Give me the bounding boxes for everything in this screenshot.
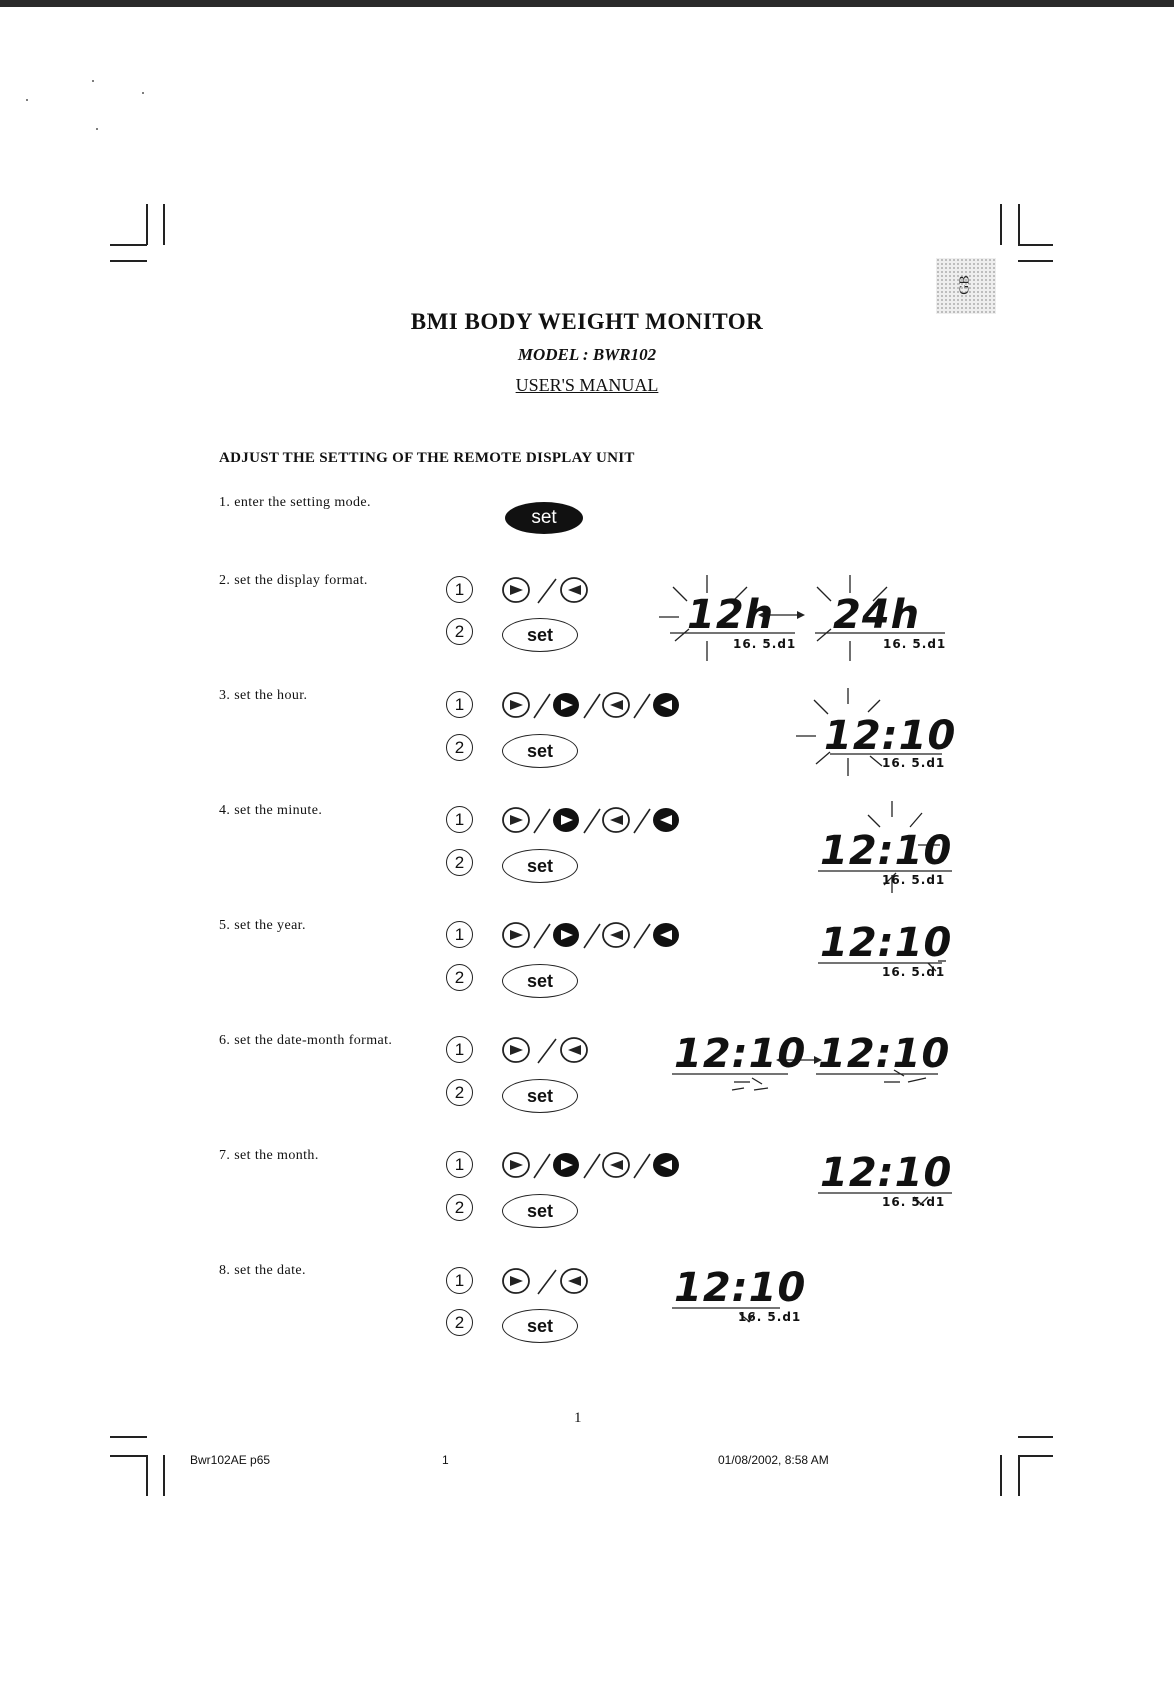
step-1-text: 1. enter the setting mode. bbox=[219, 495, 371, 510]
model-label: MODEL : BWR102 bbox=[517, 345, 657, 364]
crop-mark bbox=[1018, 260, 1053, 262]
lcd-time: 12:10 bbox=[818, 1031, 951, 1077]
scan-speck bbox=[96, 128, 98, 130]
blink-rays-icon bbox=[672, 1056, 938, 1091]
lcd-date: 16. 5.d1 bbox=[883, 637, 947, 651]
set-button: set bbox=[502, 1309, 578, 1343]
step-number-icon: 1 bbox=[446, 1036, 473, 1063]
document-title: BMI BODY WEIGHT MONITOR bbox=[410, 309, 764, 334]
step-number-icon: 2 bbox=[446, 1309, 473, 1336]
crop-mark bbox=[1000, 204, 1002, 245]
step-number-icon: 1 bbox=[446, 806, 473, 833]
manual-label: USER'S MANUAL bbox=[515, 375, 659, 395]
step-number-icon: 1 bbox=[446, 691, 473, 718]
footer-page: 1 bbox=[442, 1453, 449, 1467]
step-number-icon: 1 bbox=[446, 1151, 473, 1178]
step-6-text: 6. set the date-month format. bbox=[219, 1033, 393, 1048]
step-number-icon: 2 bbox=[446, 1194, 473, 1221]
step-4-text: 4. set the minute. bbox=[219, 803, 323, 818]
blink-rays-icon bbox=[818, 1192, 952, 1206]
lcd-time: 12:10 bbox=[820, 1150, 953, 1196]
step-number-icon: 2 bbox=[446, 849, 473, 876]
crop-mark bbox=[1018, 1455, 1020, 1496]
language-tab-label: GB bbox=[957, 275, 973, 295]
step-number-icon: 2 bbox=[446, 734, 473, 761]
step-number-icon: 1 bbox=[446, 1267, 473, 1294]
lcd-date: 16. 5.d1 bbox=[882, 965, 946, 979]
blink-rays-icon bbox=[796, 688, 942, 776]
step-number-icon: 2 bbox=[446, 964, 473, 991]
crop-mark bbox=[146, 1455, 148, 1496]
up-down-buttons-icon bbox=[502, 1037, 588, 1064]
crop-mark bbox=[1000, 1455, 1002, 1496]
lcd-date: 16. 5.d1 bbox=[733, 637, 797, 651]
crop-mark bbox=[110, 244, 147, 246]
set-button: set bbox=[502, 964, 578, 998]
crop-mark bbox=[163, 204, 165, 245]
crop-mark bbox=[110, 1436, 147, 1438]
footer-datetime: 01/08/2002, 8:58 AM bbox=[718, 1453, 829, 1467]
step-number-icon: 2 bbox=[446, 1079, 473, 1106]
step-8-text: 8. set the date. bbox=[219, 1263, 306, 1278]
step-number-icon: 1 bbox=[446, 921, 473, 948]
lcd-time: 12:10 bbox=[820, 920, 953, 966]
adjust-buttons-icon bbox=[502, 692, 679, 719]
step-7-text: 7. set the month. bbox=[219, 1148, 319, 1163]
crop-mark bbox=[110, 260, 147, 262]
lcd-24h: 24h bbox=[833, 592, 921, 638]
scan-speck bbox=[142, 92, 144, 94]
lcd-time: 12:10 bbox=[820, 828, 953, 874]
page-number: 1 bbox=[574, 1410, 582, 1426]
crop-mark bbox=[1018, 204, 1020, 245]
top-border bbox=[0, 0, 1174, 7]
language-tab bbox=[936, 258, 996, 314]
lcd-date-month-format: 12:10 12:10 bbox=[668, 1030, 951, 1110]
lcd-date: 16. 5.d1 bbox=[882, 756, 946, 770]
crop-mark bbox=[146, 204, 148, 245]
set-button: set bbox=[502, 849, 578, 883]
scan-speck bbox=[26, 99, 28, 101]
crop-mark bbox=[163, 1455, 165, 1496]
crop-mark bbox=[1018, 1455, 1053, 1457]
set-button: set bbox=[502, 734, 578, 768]
up-down-buttons-icon bbox=[502, 1268, 588, 1295]
step-number-icon: 2 bbox=[446, 618, 473, 645]
lcd-date: 16. 5.d1 bbox=[882, 1195, 946, 1209]
lcd-set-year: 12:10 16. 5.d1 bbox=[810, 915, 960, 985]
adjust-buttons-icon bbox=[502, 807, 679, 834]
set-button-filled: set bbox=[505, 502, 583, 534]
lcd-set-month: 12:10 16. 5.d1 bbox=[810, 1145, 960, 1215]
crop-mark bbox=[1018, 1436, 1053, 1438]
lcd-time: 12:10 bbox=[674, 1031, 807, 1077]
blink-rays-icon bbox=[672, 1307, 780, 1323]
blink-rays-icon bbox=[818, 960, 946, 972]
section-heading: ADJUST THE SETTING OF THE REMOTE DISPLAY… bbox=[219, 450, 635, 466]
set-button: set bbox=[502, 618, 578, 652]
lcd-display-format: 12h 24h 16. 5.d1 16. 5.d1 bbox=[655, 565, 955, 670]
crop-mark bbox=[1018, 244, 1053, 246]
adjust-buttons-icon bbox=[502, 1152, 679, 1179]
scan-speck bbox=[92, 80, 94, 82]
lcd-time: 12:10 bbox=[824, 713, 957, 759]
step-3-text: 3. set the hour. bbox=[219, 688, 308, 703]
blink-rays-icon bbox=[818, 801, 952, 893]
set-button: set bbox=[502, 1194, 578, 1228]
step-number-icon: 1 bbox=[446, 576, 473, 603]
lcd-date: 16. 5.d1 bbox=[738, 1310, 802, 1324]
up-down-buttons-icon bbox=[502, 577, 588, 604]
blink-rays-icon bbox=[659, 575, 945, 661]
lcd-set-hour: 12:10 16. 5.d1 bbox=[790, 680, 955, 780]
lcd-time: 12:10 bbox=[674, 1265, 807, 1311]
footer-filename: Bwr102AE p65 bbox=[190, 1453, 271, 1467]
lcd-date: 16. 5.d1 bbox=[882, 873, 946, 887]
lcd-set-minute: 12:10 16. 5.d1 bbox=[810, 795, 960, 895]
lcd-set-date: 12:10 16. 5.d1 bbox=[668, 1262, 818, 1332]
step-5-text: 5. set the year. bbox=[219, 918, 306, 933]
lcd-12h: 12h bbox=[687, 592, 775, 638]
set-button: set bbox=[502, 1079, 578, 1113]
crop-mark bbox=[110, 1455, 147, 1457]
adjust-buttons-icon bbox=[502, 922, 679, 949]
step-2-text: 2. set the display format. bbox=[219, 573, 368, 588]
